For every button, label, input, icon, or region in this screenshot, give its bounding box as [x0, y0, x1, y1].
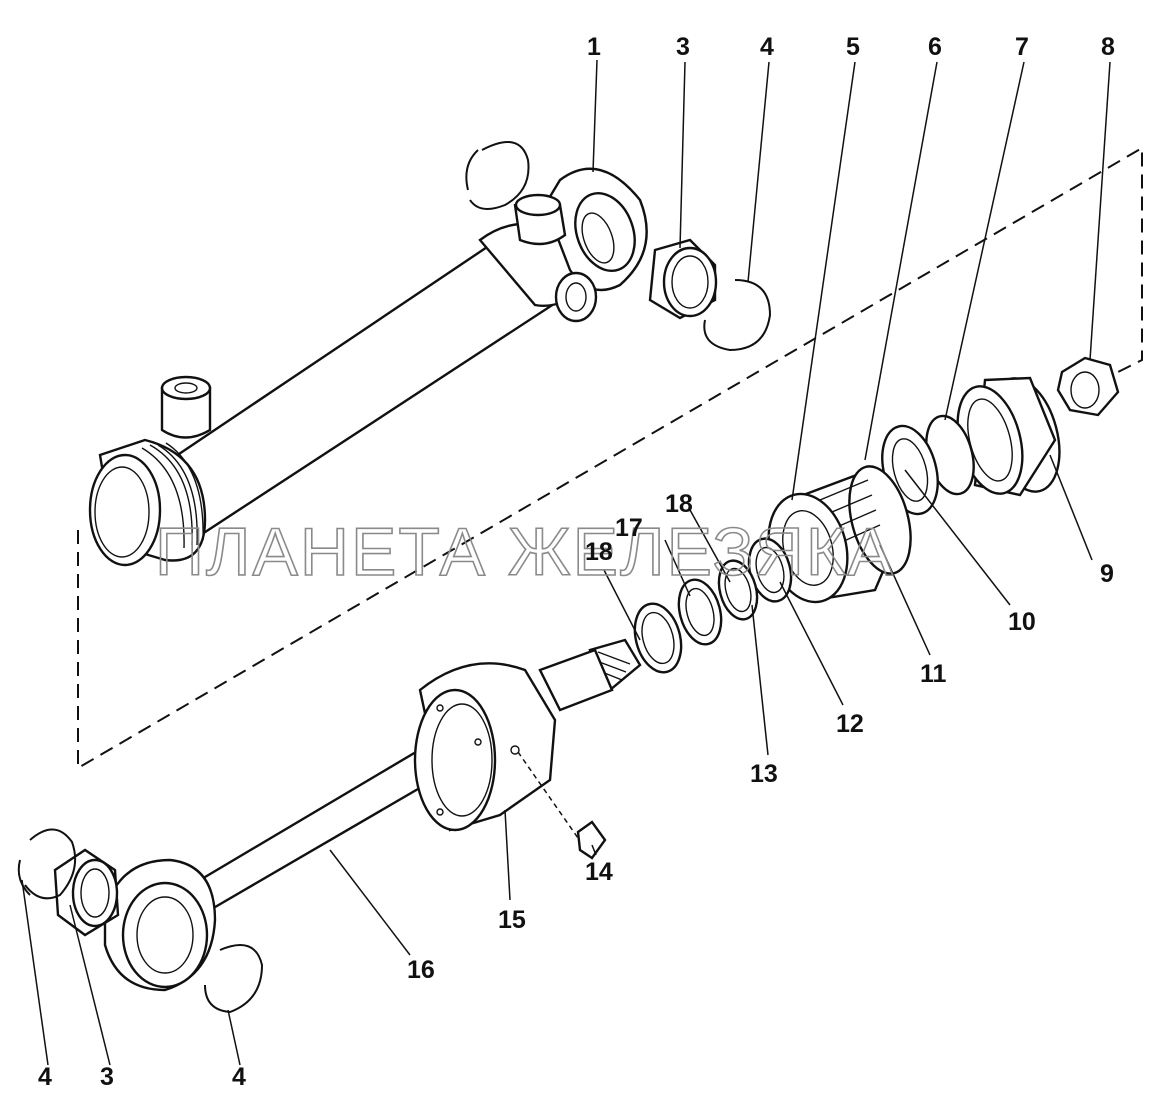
callout-9: 9: [1100, 560, 1114, 588]
callout-3-bottom: 3: [100, 1063, 114, 1091]
callout-3: 3: [676, 33, 690, 61]
bushing-top: [648, 238, 718, 320]
callout-4: 4: [760, 33, 774, 61]
assembly-dashed-line: [77, 146, 1143, 770]
callout-17: 17: [615, 514, 643, 542]
callout-16: 16: [407, 956, 435, 984]
callout-14: 14: [585, 858, 613, 886]
callout-15: 15: [498, 906, 526, 934]
callout-4-bottom-right: 4: [232, 1063, 246, 1091]
retaining-ring-right: [703, 279, 772, 352]
callout-4-bottom-left: 4: [38, 1063, 52, 1091]
watermark: ПЛАНЕТА ЖЕЛЕЗЯКА: [155, 514, 895, 590]
callout-7: 7: [1015, 33, 1029, 61]
grease-fitting: [517, 751, 607, 860]
cylinder-body: [88, 167, 648, 567]
piston-assembly: [633, 376, 1061, 674]
piston-rod: [198, 638, 642, 912]
leader-lines: [21, 59, 1111, 1066]
callout-11: 11: [920, 660, 947, 688]
callout-13: 13: [750, 760, 778, 788]
callout-18-left: 18: [585, 538, 613, 566]
callout-18-top: 18: [665, 490, 693, 518]
callout-5: 5: [846, 33, 860, 61]
bushing-bottom: [53, 848, 120, 937]
retaining-ring-bottom-right: [204, 944, 264, 1014]
retaining-ring-top: [465, 141, 530, 210]
callout-labels: 1 3 4 5 6 7 8 9 10 11 12 13 14 15 16 17 …: [38, 33, 1115, 1091]
nut: [1056, 356, 1120, 417]
callout-10: 10: [1008, 608, 1036, 636]
callout-1: 1: [587, 33, 601, 61]
rod-eye: [103, 858, 217, 992]
callout-6: 6: [928, 33, 942, 61]
callout-12: 12: [836, 710, 864, 738]
callout-8: 8: [1101, 33, 1115, 61]
retaining-ring-bottom-left: [17, 828, 76, 900]
rod-guide: [413, 662, 557, 832]
